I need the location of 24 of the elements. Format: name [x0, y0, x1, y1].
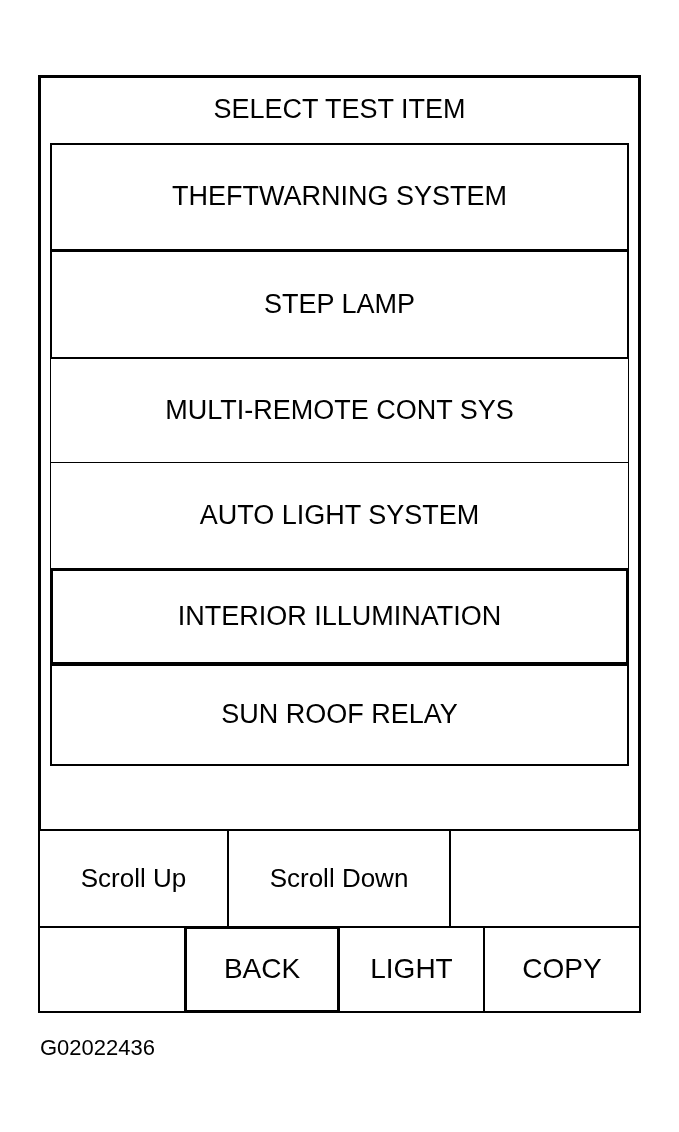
soft-key-label: COPY	[522, 954, 602, 985]
list-item	[50, 664, 629, 766]
soft-key-label: BACK	[223, 954, 301, 985]
list-item	[50, 462, 629, 569]
list-item	[50, 250, 629, 359]
list-item	[50, 358, 629, 463]
soft-key-label: Scroll Down	[269, 864, 409, 893]
list-item-text: AUTO LIGHT SYSTEM	[199, 500, 480, 531]
list-item-text: INTERIOR ILLUMINATION	[177, 601, 502, 632]
soft-key	[38, 829, 229, 928]
screen-title: SELECT TEST ITEM	[213, 95, 466, 125]
list-item	[50, 143, 629, 251]
list-item-text: SUN ROOF RELAY	[221, 700, 458, 730]
list-item-text: THEFTWARNING SYSTEM	[172, 182, 507, 212]
soft-key	[483, 926, 641, 1013]
list-item-text: STEP LAMP	[263, 289, 416, 320]
figure-number: G02022436	[40, 1036, 155, 1061]
empty-box	[50, 143, 629, 766]
list-item	[50, 568, 629, 665]
soft-key-label: LIGHT	[370, 954, 453, 985]
list-item-text: MULTI-REMOTE CONT SYS	[165, 395, 514, 426]
soft-key	[184, 926, 340, 1013]
soft-key-label: Scroll Up	[80, 864, 187, 893]
screen-frame	[38, 75, 641, 1013]
